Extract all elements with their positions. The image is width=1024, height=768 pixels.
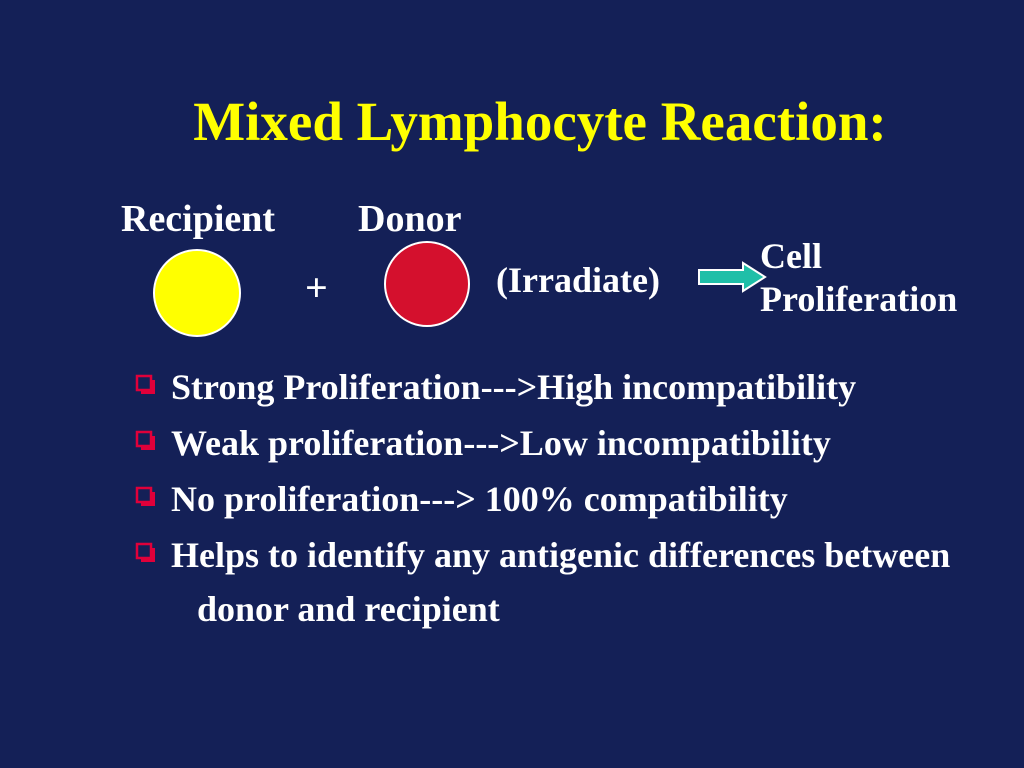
recipient-label: Recipient [121, 198, 276, 240]
cell-proliferation-label: Cell Proliferation [760, 235, 957, 321]
right-arrow-icon [698, 261, 767, 293]
bullet-item: Strong Proliferation--->High incompatibi… [133, 360, 1013, 414]
bullet-text: Helps to identify any antigenic differen… [171, 535, 951, 629]
checkbox-square-icon [135, 374, 155, 394]
bullet-text: No proliferation---> 100% compatibility [171, 479, 788, 519]
bullet-text: Weak proliferation--->Low incompatibilit… [171, 423, 831, 463]
recipient-cell-circle [153, 249, 241, 337]
cell-proliferation-line1: Cell [760, 236, 822, 276]
irradiate-label: (Irradiate) [496, 260, 660, 300]
checkbox-square-icon [135, 542, 155, 562]
bullet-list: Strong Proliferation--->High incompatibi… [133, 360, 1013, 638]
checkbox-square-icon [135, 430, 155, 450]
donor-label: Donor [358, 198, 462, 240]
bullet-item: Helps to identify any antigenic differen… [133, 528, 1013, 636]
plus-sign: + [305, 265, 328, 310]
checkbox-square-icon [135, 486, 155, 506]
bullet-text: Strong Proliferation--->High incompatibi… [171, 367, 857, 407]
cell-proliferation-line2: Proliferation [760, 279, 958, 320]
bullet-item: No proliferation---> 100% compatibility [133, 472, 1013, 526]
slide-title: Mixed Lymphocyte Reaction: [193, 91, 887, 152]
donor-cell-circle [384, 241, 470, 327]
bullet-item: Weak proliferation--->Low incompatibilit… [133, 416, 1013, 470]
